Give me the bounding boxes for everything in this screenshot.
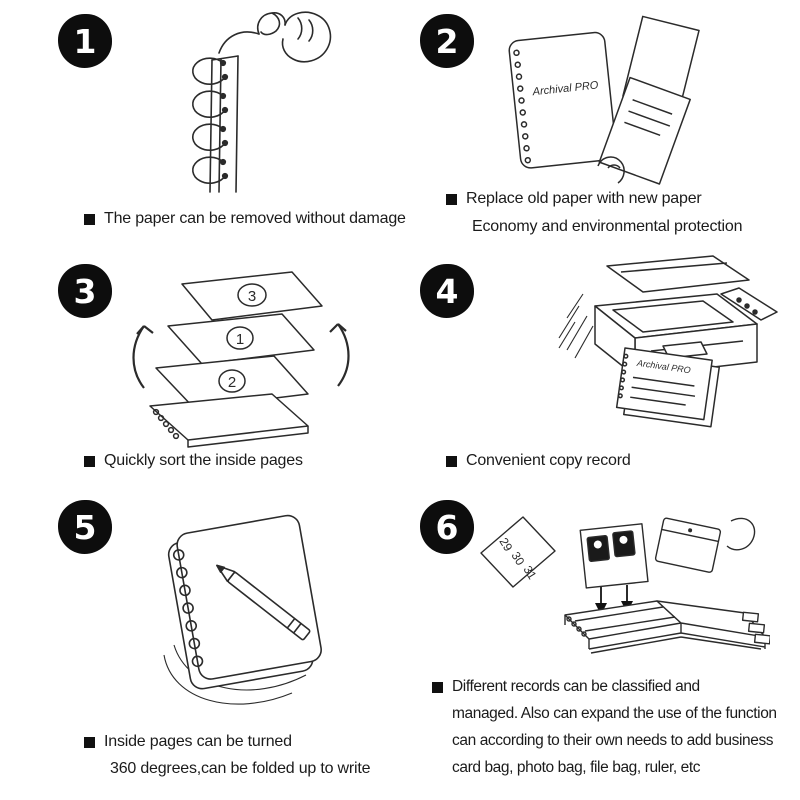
step-4-section: 4 [410,252,795,487]
caption-step-5-line-2: 360 degrees,can be folded up to write [110,760,371,777]
flip-arrows [134,324,349,388]
motion-lines [559,294,593,358]
caption-step-3: Quickly sort the inside pages [84,452,303,470]
illustration-replace-paper-icon: Archival PRO [470,8,730,193]
pencil-icon [213,561,310,641]
loose-page-front [599,78,690,184]
illustration-sort-pages-icon: 3 1 2 [110,264,370,454]
caption-step-6-line-1: Different records can be classified and [432,678,700,696]
calendar-card: 29 30 31 [481,517,555,587]
notebook-base [150,394,308,447]
photo-card [580,524,648,588]
caption-step-6-line-4: card bag, photo bag, file bag, ruler, et… [452,759,701,776]
open-binder [565,601,770,653]
notebook [165,514,324,691]
caption-text: The paper can be removed without damage [104,210,406,227]
bullet-icon [84,456,95,467]
sort-page-1: 1 [168,314,314,364]
step-number-badge: 1 [58,14,112,68]
step-number: 3 [73,271,97,311]
zip-bag [655,518,721,573]
ruler-card [727,518,755,549]
illustration-copier-icon: Archival PRO [455,252,785,447]
thumb-icon [598,157,624,183]
page-number: 1 [236,331,244,348]
ring-binding [193,58,228,183]
pulled-wire [219,32,259,53]
step-6-section: 6 29 30 31 [410,488,795,796]
hand-icon [258,12,331,62]
caption-step-2-line-1: Replace old paper with new paper [446,190,702,208]
caption-step-4: Convenient copy record [446,452,631,470]
caption-step-6-line-2: managed. Also can expand the use of the … [452,705,777,722]
step-number: 1 [73,21,97,61]
caption-text: Different records can be classified and [452,678,700,695]
step-3-section: 3 3 1 2 [50,252,410,487]
notebook: Archival PRO [616,348,720,427]
step-2-section: 2 Archival PRO [410,8,795,248]
step-number-badge: 5 [58,500,112,554]
step-number-badge: 2 [420,14,474,68]
step-number: 4 [435,271,459,311]
bullet-icon [84,737,95,748]
caption-text: Convenient copy record [466,452,631,469]
step-number-badge: 6 [420,500,474,554]
bullet-icon [432,682,443,693]
bullet-icon [446,456,457,467]
caption-step-6-line-3: can according to their own needs to add … [452,732,774,749]
step-number: 5 [73,507,97,547]
page-number: 3 [248,288,256,305]
step-number: 6 [435,507,459,547]
caption-step-2-line-2: Economy and environmental protection [472,218,743,235]
bullet-icon [84,214,95,225]
step-1-section: 1 [50,8,410,248]
illustration-remove-paper-icon [115,8,345,198]
notebook-cover: Archival PRO [508,32,617,169]
step-number-badge: 4 [420,264,474,318]
step-number: 2 [435,21,459,61]
caption-text: Replace old paper with new paper [466,190,702,207]
bullet-icon [446,194,457,205]
illustration-accessories-icon: 29 30 31 [435,503,770,673]
caption-step-5-line-1: Inside pages can be turned [84,733,292,751]
illustration-fold-notebook-icon [100,503,370,718]
step-5-section: 5 [50,488,410,796]
page-number: 2 [228,374,236,391]
caption-text: Quickly sort the inside pages [104,452,303,469]
caption-step-1: The paper can be removed without damage [84,210,406,228]
sort-page-3: 3 [182,272,322,320]
step-number-badge: 3 [58,264,112,318]
caption-text: Inside pages can be turned [104,733,292,750]
